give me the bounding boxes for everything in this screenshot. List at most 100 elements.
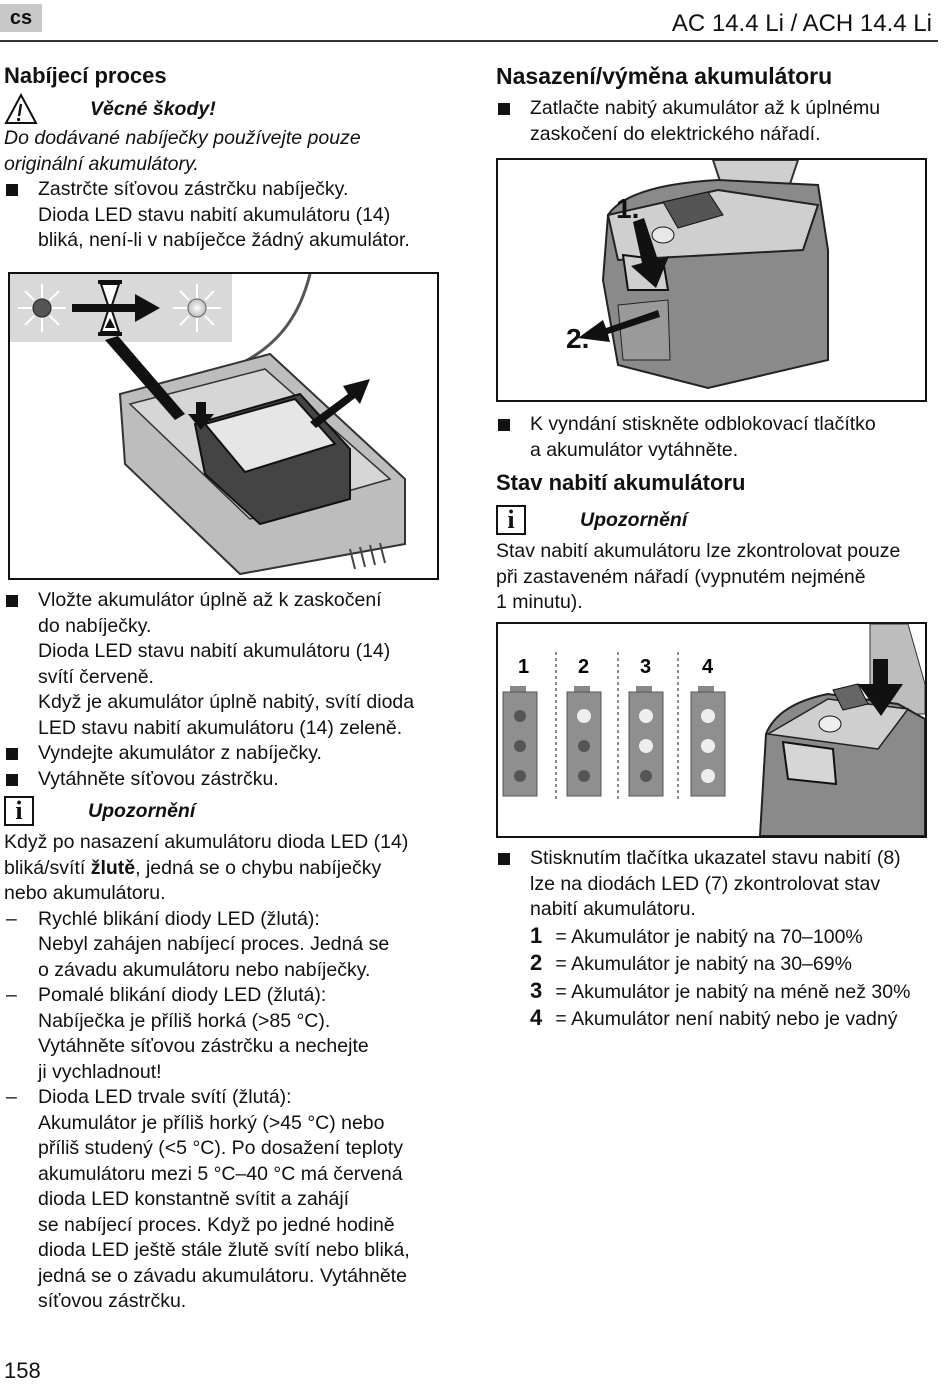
bullet-text: svítí červeně.	[38, 665, 154, 688]
note-text-2: při zastaveném nářadí (vypnutém nejméně	[496, 565, 866, 588]
legend-text: = Akumulátor je nabitý na 70–100%	[555, 925, 863, 948]
right-column: Nasazení/výměna akumulátoru Zatlačte nab…	[496, 62, 936, 147]
bullet-text: Zatlačte nabitý akumulátor až k úplnému	[530, 97, 881, 119]
dash-text: Rychlé blikání diody LED (žlutá):	[38, 907, 320, 930]
battery-gauge-4	[690, 686, 726, 797]
dash-text: příliš studený (<5 °C). Po dosažení tepl…	[38, 1137, 403, 1159]
dash-text: Pomalé blikání diody LED (žlutá):	[38, 984, 327, 1006]
bullet-square-icon	[6, 748, 18, 760]
bullet-text: lze na diodách LED (7) zkontrolovat stav	[530, 872, 881, 895]
language-tag: cs	[0, 4, 42, 32]
charge-legend: 1 = Akumulátor je nabitý na 70–100% 2 = …	[496, 923, 936, 1033]
bullet-plug-in: Zastrčte síťovou zástrčku nabíječky. Dio…	[4, 177, 444, 254]
dash-icon: –	[6, 984, 17, 1006]
legend-text: = Akumulátor je nabitý na méně než 30%	[555, 980, 911, 1003]
led-off-icon	[18, 284, 66, 332]
bullet-text: Zastrčte síťovou zástrčku nabíječky.	[38, 178, 349, 200]
battery-gauge-1	[502, 686, 538, 797]
dash-item-fast-blink: – Rychlé blikání diody LED (žlutá): Neby…	[4, 907, 444, 984]
legend-num: 4	[530, 1005, 543, 1030]
step-2-label: 2.	[566, 323, 589, 354]
bullet-unplug: Vytáhněte síťovou zástrčku.	[4, 767, 444, 793]
bullet-square-icon	[6, 184, 18, 196]
note-text-part: , jedná se o chybu nabíječky	[135, 856, 382, 879]
legend-text: = Akumulátor není nabitý nebo je vadný	[555, 1008, 898, 1030]
bullet-text: K vyndání stiskněte odblokovací tlačítko	[530, 413, 876, 435]
note-text-bold: žlutě	[90, 856, 136, 879]
left-column-lower: Vložte akumulátor úplně až k zaskočení d…	[4, 588, 444, 1315]
battery-gauge-2	[566, 686, 602, 797]
dash-item-slow-blink: – Pomalé blikání diody LED (žlutá): Nabí…	[4, 983, 444, 1085]
charge-indicator-figure: 1 2 3 4	[496, 622, 927, 838]
note-text-2: bliká/svítí žlutě, jedná se o chybu nabí…	[4, 856, 444, 882]
note-title: Upozornění	[580, 508, 688, 531]
dash-text: dioda LED ještě stále žlutě svítí nebo b…	[38, 1239, 410, 1261]
dash-text: o závadu akumulátoru nebo nabíječky.	[38, 958, 371, 981]
dash-item-steady: – Dioda LED trvale svítí (žlutá): Akumul…	[4, 1085, 444, 1315]
dash-text: Akumulátor je příliš horký (>45 °C) nebo	[38, 1111, 385, 1134]
led-on-icon	[173, 284, 221, 332]
dash-icon: –	[6, 907, 17, 930]
left-column: Nabíjecí proces Věcné škody! Do dodávané…	[4, 62, 444, 254]
note-text-1: Stav nabití akumulátoru lze zkontrolovat…	[496, 540, 901, 562]
info-icon: i	[4, 796, 34, 826]
legend-text: = Akumulátor je nabitý na 30–69%	[555, 953, 852, 975]
legend-num: 1	[530, 922, 543, 948]
warning-title: Věcné škody!	[90, 97, 216, 120]
bullet-text: a akumulátor vytáhněte.	[530, 438, 739, 461]
bullet-release-battery: K vyndání stiskněte odblokovací tlačítko…	[496, 412, 936, 463]
legend-num: 2	[530, 950, 543, 975]
model-name: AC 14.4 Li / ACH 14.4 Li	[671, 10, 932, 37]
dash-icon: –	[6, 1086, 17, 1108]
step-1-label: 1.	[616, 193, 639, 224]
bullet-text: Dioda LED stavu nabití akumulátoru (14)	[38, 640, 391, 662]
header-rule	[0, 40, 938, 42]
legend-row-1: 1 = Akumulátor je nabitý na 70–100%	[530, 923, 936, 951]
dash-text: se nabíjecí proces. Když po jedné hodině	[38, 1213, 395, 1236]
legend-row-3: 3 = Akumulátor je nabitý na méně než 30%	[530, 978, 936, 1006]
dash-text: Vytáhněte síťovou zástrčku a nechejte	[38, 1035, 369, 1057]
info-icon: i	[496, 505, 526, 535]
warning-text-2: originální akumulátory.	[4, 152, 199, 175]
note-row: i Upozornění	[496, 503, 936, 537]
bullet-text: Vložte akumulátor úplně až k zaskočení	[38, 589, 382, 611]
level-label-2: 2	[578, 656, 589, 678]
battery-insert-figure: 1. 2.	[496, 158, 927, 402]
bullet-text: Když je akumulátor úplně nabitý, svítí d…	[38, 691, 415, 713]
level-label-1: 1	[518, 656, 529, 678]
legend-row-2: 2 = Akumulátor je nabitý na 30–69%	[530, 950, 936, 978]
note-text-1: Když po nasazení akumulátoru dioda LED (…	[4, 831, 409, 853]
dash-text: akumulátoru mezi 5 °C–40 °C má červená	[38, 1162, 403, 1185]
bullet-text: LED stavu nabití akumulátoru (14) zeleně…	[38, 716, 403, 739]
bullet-square-icon	[498, 853, 510, 865]
charger-figure	[8, 272, 439, 580]
bullet-square-icon	[6, 773, 18, 786]
bullet-text: zaskočení do elektrického nářadí.	[530, 122, 821, 145]
note-row: i Upozornění	[4, 794, 444, 828]
bullet-insert-battery: Vložte akumulátor úplně až k zaskočení d…	[4, 588, 444, 741]
charger-illustration	[10, 274, 406, 576]
bullet-square-icon	[6, 595, 18, 607]
section-title-charge-state: Stav nabití akumulátoru	[496, 470, 746, 495]
bullet-text: Stisknutím tlačítka ukazatel stavu nabit…	[530, 847, 901, 869]
bullet-press-indicator: Stisknutím tlačítka ukazatel stavu nabit…	[496, 846, 936, 923]
right-column-lower: Stisknutím tlačítka ukazatel stavu nabit…	[496, 846, 936, 1033]
bullet-text: Vyndejte akumulátor z nabíječky.	[38, 742, 322, 764]
warning-triangle-icon	[4, 93, 38, 124]
dash-text: síťovou zástrčku.	[38, 1290, 187, 1312]
bullet-text: nabití akumulátoru.	[530, 898, 696, 920]
dash-text: dioda LED konstantně svítit a zahájí	[38, 1188, 350, 1210]
section-title-charging: Nabíjecí proces	[4, 63, 167, 88]
charge-indicator-illustration: 1 2 3 4	[502, 624, 925, 836]
battery-gauge-3	[628, 686, 664, 797]
bullet-text: Vytáhněte síťovou zástrčku.	[38, 767, 279, 790]
note-title: Upozornění	[88, 799, 196, 822]
bullet-remove-battery: Vyndejte akumulátor z nabíječky.	[4, 741, 444, 767]
note-text-3: 1 minutu).	[496, 591, 583, 613]
bullet-text: bliká, není-li v nabíječce žádný akumulá…	[38, 229, 410, 251]
right-column-mid: K vyndání stiskněte odblokovací tlačítko…	[496, 412, 936, 616]
bullet-push-battery: Zatlačte nabitý akumulátor až k úplnému …	[496, 96, 936, 147]
bullet-text: Dioda LED stavu nabití akumulátoru (14)	[38, 203, 391, 226]
page-number: 158	[4, 1358, 41, 1383]
dash-text: Nabíječka je příliš horká (>85 °C).	[38, 1009, 331, 1032]
